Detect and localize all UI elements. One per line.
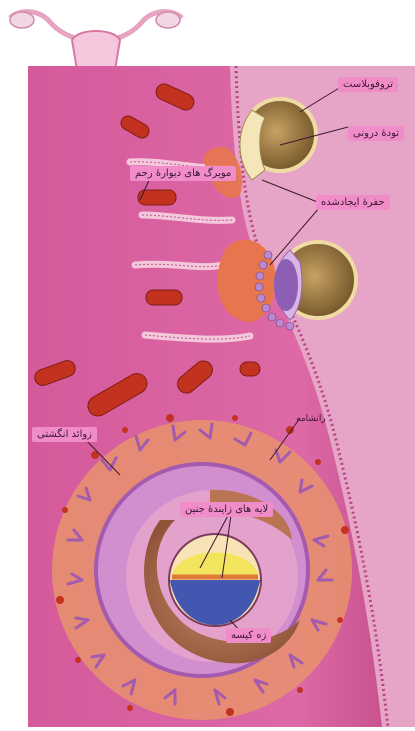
label-chorion: رانشامه [296,413,326,426]
label-inner-cell-mass: تودهٔ درونی [348,126,404,141]
label-germ-layers: لایه های زایندهٔ جنین [180,502,273,517]
label-uterine-capillaries: مویرگ های دیوارهٔ رحم [130,166,236,181]
label-chorionic-villi: زوائد انگشتی [32,427,97,442]
label-yolk-sac: زه کیسه [226,628,271,643]
label-created-cavity: حفرهٔ ایجادشده [316,195,390,210]
label-trophoblast: تروفوبلاست [338,77,398,92]
